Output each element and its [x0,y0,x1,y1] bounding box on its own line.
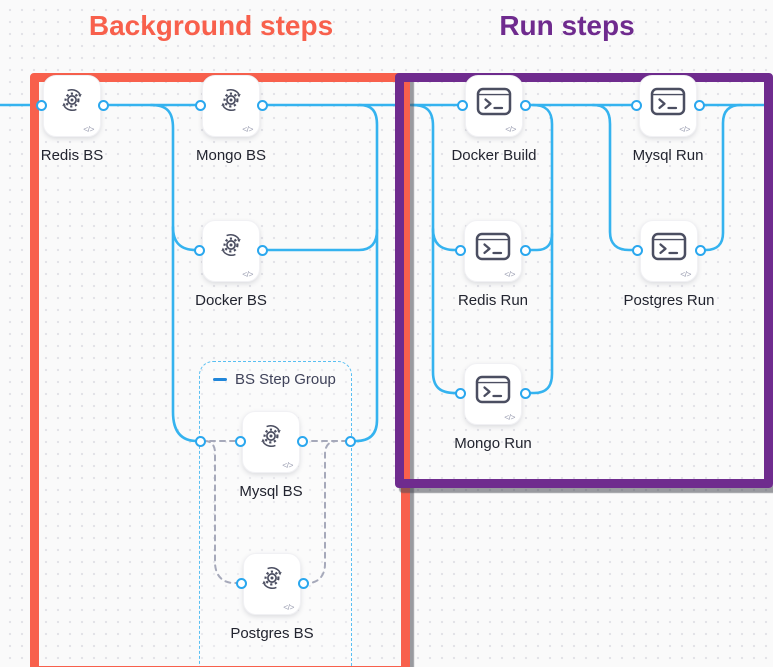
code-badge: </> [83,124,94,134]
step-name: Redis Run [457,292,529,309]
step-name: Mongo Run [454,435,532,452]
step-node-card[interactable]: </> [464,220,522,282]
background-step-icon [220,233,242,257]
step-name: Redis BS [40,147,104,164]
wire-postgres-run-out [698,103,743,252]
connector-port[interactable] [35,99,47,111]
node-mongo-bs[interactable]: </> Mongo BS [196,75,266,164]
wire-run-collect-down [523,103,554,395]
step-node-card[interactable]: </> [465,75,523,137]
wire-branch-left-down [149,103,202,443]
node-redis-bs[interactable]: </> Redis BS [41,75,103,164]
connector-port[interactable] [193,244,205,256]
connector-port[interactable] [297,577,309,589]
step-name: Docker Build [451,147,537,164]
background-steps-title: Background steps [88,10,334,41]
run-steps-box [395,73,773,488]
step-node-card[interactable]: </> [639,75,697,137]
step-name: Mongo BS [195,147,267,164]
connector-port[interactable] [256,244,268,256]
code-badge: </> [242,269,253,279]
node-mysql-bs[interactable]: </> Mysql BS [239,411,303,500]
step-name: Docker BS [195,292,267,309]
connector-port[interactable] [194,435,206,447]
background-step-icon [220,88,242,112]
collapse-group-icon[interactable] [213,378,227,381]
connector-port[interactable] [97,99,109,111]
node-postgres-run[interactable]: </> Postgres Run [624,220,714,309]
node-postgres-bs[interactable]: </> Postgres BS [230,553,314,642]
step-group-name: BS Step Group [235,371,336,388]
connector-port[interactable] [235,577,247,589]
run-step-icon [650,87,686,116]
wire-merge-right-column [348,103,379,443]
code-badge: </> [283,602,294,612]
background-step-icon [261,566,283,590]
step-node-card[interactable]: </> [43,75,101,137]
code-badge: </> [242,124,253,134]
wire-postgres-out-up [302,440,338,584]
code-badge: </> [282,460,293,470]
background-step-icon [61,88,83,112]
step-name: Postgres BS [230,625,314,642]
code-badge: </> [504,269,515,279]
node-mongo-run[interactable]: </> Mongo Run [454,363,532,452]
connector-port[interactable] [631,244,643,256]
node-docker-build[interactable]: </> Docker Build [451,75,537,164]
step-node-card[interactable]: </> [202,75,260,137]
connector-port[interactable] [194,99,206,111]
connector-port[interactable] [344,435,356,447]
code-badge: </> [680,269,691,279]
step-node-card[interactable]: </> [464,363,522,425]
connector-port[interactable] [519,387,531,399]
connector-port[interactable] [693,99,705,111]
connector-port[interactable] [630,99,642,111]
code-badge: </> [505,124,516,134]
run-steps-title: Run steps [499,10,635,41]
connector-port[interactable] [454,244,466,256]
wire-docker-bs-out [260,228,379,252]
code-badge: </> [679,124,690,134]
run-step-icon [476,87,512,116]
node-docker-bs[interactable]: </> Docker BS [195,220,267,309]
step-name: Mysql Run [632,147,704,164]
connector-port[interactable] [256,99,268,111]
node-redis-run[interactable]: </> Redis Run [458,220,528,309]
run-step-icon [475,232,511,261]
connector-port[interactable] [234,435,246,447]
wire-group-down-postgres [204,440,242,584]
connector-port[interactable] [694,244,706,256]
connector-port[interactable] [456,99,468,111]
wire-run-split-down [410,103,462,395]
step-name: Mysql BS [239,483,303,500]
connector-port[interactable] [519,244,531,256]
step-node-card[interactable]: </> [243,553,301,615]
connector-port[interactable] [519,99,531,111]
step-node-card[interactable]: </> [242,411,300,473]
step-group-header[interactable]: BS Step Group [213,371,336,388]
step-node-card[interactable]: </> [640,220,698,282]
wire-split-postgres-run [591,103,639,252]
code-badge: </> [504,412,515,422]
background-step-icon [260,424,282,448]
connector-port[interactable] [296,435,308,447]
step-node-card[interactable]: </> [202,220,260,282]
run-step-icon [475,375,511,404]
run-step-icon [651,232,687,261]
step-name: Postgres Run [623,292,715,309]
wire-redis-run-out [523,232,554,252]
connector-port[interactable] [454,387,466,399]
node-mysql-run[interactable]: </> Mysql Run [633,75,703,164]
